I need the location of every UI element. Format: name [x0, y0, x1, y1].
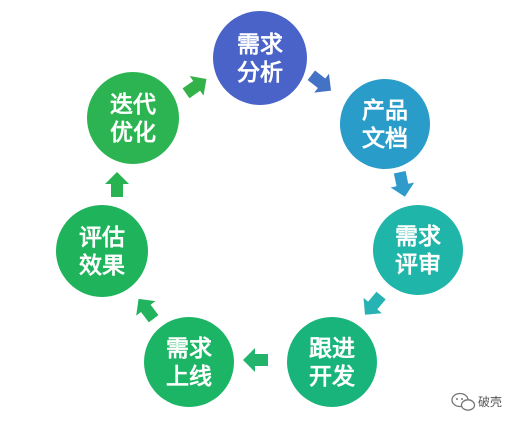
wechat-icon: [451, 392, 476, 411]
arrow-docs-to-review-shape: [390, 170, 415, 197]
arrow-analysis-to-docs-shape: [307, 70, 332, 93]
arrow-analysis-to-docs: [307, 70, 332, 93]
arrow-review-to-dev-shape: [363, 291, 386, 315]
node-requirement-analysis: 需求 分析: [213, 11, 307, 105]
arrow-iterate-to-analysis-shape: [182, 76, 207, 99]
arrow-evaluate-to-iterate: [105, 172, 129, 197]
node-evaluate-effect-line2: 效果: [79, 252, 125, 279]
watermark-text: 破壳: [478, 394, 502, 409]
arrow-docs-to-review: [390, 170, 415, 197]
node-requirement-launch-line1: 需求: [166, 336, 212, 362]
node-follow-development-line2: 开发: [309, 363, 355, 390]
watermark: 破壳: [451, 392, 502, 411]
node-requirement-analysis-line1: 需求: [237, 32, 283, 58]
node-follow-development-circle: [287, 317, 377, 407]
node-requirement-review-line1: 需求: [395, 224, 441, 250]
node-requirement-launch-line2: 上线: [166, 363, 212, 390]
arrow-dev-to-launch-shape: [243, 348, 268, 372]
arrow-iterate-to-analysis: [182, 76, 207, 99]
node-iterate-optimize-line2: 优化: [110, 119, 156, 146]
arrow-launch-to-evaluate: [136, 298, 159, 323]
node-product-docs-line2: 文档: [362, 125, 408, 152]
arrow-dev-to-launch: [243, 348, 268, 372]
node-requirement-review-circle: [373, 205, 463, 295]
node-requirement-review-line2: 评审: [395, 251, 441, 278]
arrow-launch-to-evaluate-shape: [136, 298, 159, 323]
node-follow-development-line1: 跟进: [309, 336, 355, 362]
node-iterate-optimize-line1: 迭代: [110, 92, 156, 118]
node-follow-development: 跟进 开发: [287, 317, 377, 407]
node-evaluate-effect-line1: 评估: [79, 225, 125, 251]
node-product-docs: 产品 文档: [340, 79, 430, 169]
arrow-review-to-dev: [363, 291, 386, 315]
node-evaluate-effect-circle: [56, 205, 148, 297]
node-requirement-analysis-circle: [213, 11, 307, 105]
node-requirement-launch-circle: [144, 317, 234, 407]
node-requirement-launch: 需求 上线: [144, 317, 234, 407]
node-product-docs-line1: 产品: [362, 97, 408, 124]
arrow-evaluate-to-iterate-shape: [105, 172, 129, 197]
node-requirement-review: 需求 评审: [373, 205, 463, 295]
node-iterate-optimize-circle: [87, 72, 179, 164]
node-iterate-optimize: 迭代 优化: [87, 72, 179, 164]
node-product-docs-circle: [340, 79, 430, 169]
node-evaluate-effect: 评估 效果: [56, 205, 148, 297]
node-requirement-analysis-line2: 分析: [237, 60, 283, 86]
